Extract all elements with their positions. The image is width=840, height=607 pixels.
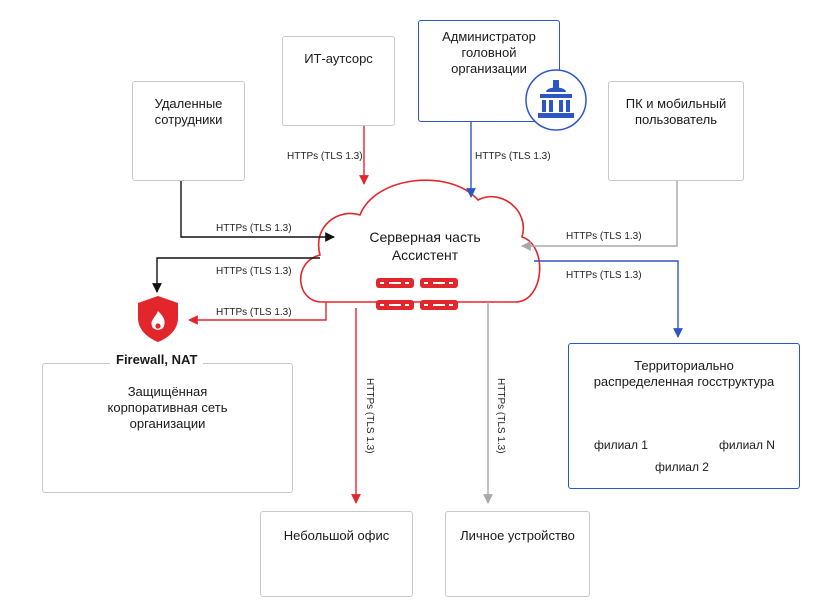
node-remote-employees: Удаленные сотрудники (132, 81, 245, 181)
edge-server-to-firewall-black (152, 257, 320, 293)
node-title: ИТ-аутсорс (304, 51, 373, 66)
server-cloud (299, 179, 541, 303)
node-territorial: Территориально распределенная госструкту… (568, 343, 800, 489)
node-title: Небольшой офис (283, 528, 390, 543)
edge-label: HTTPs (TLS 1.3) (364, 378, 375, 454)
firewall-label: Firewall, NAT (110, 352, 204, 367)
node-it-outsource: ИТ-аутсорс (282, 36, 395, 126)
edge-label: HTTPs (TLS 1.3) (566, 231, 642, 242)
node-title: ПК и мобильный пользователь (625, 96, 727, 127)
edge-label: HTTPs (TLS 1.3) (566, 270, 642, 281)
edge-server-to-firewall-red (188, 302, 327, 325)
edge-pc-to-server (521, 181, 678, 251)
shield-fire-icon (138, 296, 178, 342)
server-title: Серверная часть Ассистент (369, 229, 481, 263)
node-small-office: Небольшой офис (260, 511, 413, 597)
edge-label: HTTPs (TLS 1.3) (287, 151, 363, 162)
node-title: Территориально распределенная госструкту… (593, 358, 775, 389)
edge-remote-to-server (180, 181, 335, 242)
edge-label: HTTPs (TLS 1.3) (216, 307, 292, 318)
branch-label: филиал 2 (655, 460, 709, 474)
edge-label: HTTPs (TLS 1.3) (495, 378, 506, 454)
node-personal-device: Личное устройство (445, 511, 590, 597)
server-units-icon (376, 278, 458, 310)
edge-label: HTTPs (TLS 1.3) (216, 223, 292, 234)
branch-label: филиал N (719, 438, 775, 452)
edge-label: HTTPs (TLS 1.3) (475, 151, 551, 162)
node-corporate-network: Защищённая корпоративная сеть организаци… (42, 363, 293, 493)
node-title: Личное устройство (460, 528, 575, 543)
edge-server-to-territorial (534, 260, 683, 338)
node-title: Администратор головной организации (442, 29, 536, 76)
node-title: Защищённая корпоративная сеть организаци… (107, 384, 228, 431)
node-pc-mobile: ПК и мобильный пользователь (608, 81, 744, 181)
branch-label: филиал 1 (594, 438, 648, 452)
edge-label: HTTPs (TLS 1.3) (216, 266, 292, 277)
ministry-building-icon (525, 69, 587, 131)
node-title: Удаленные сотрудники (154, 96, 223, 127)
